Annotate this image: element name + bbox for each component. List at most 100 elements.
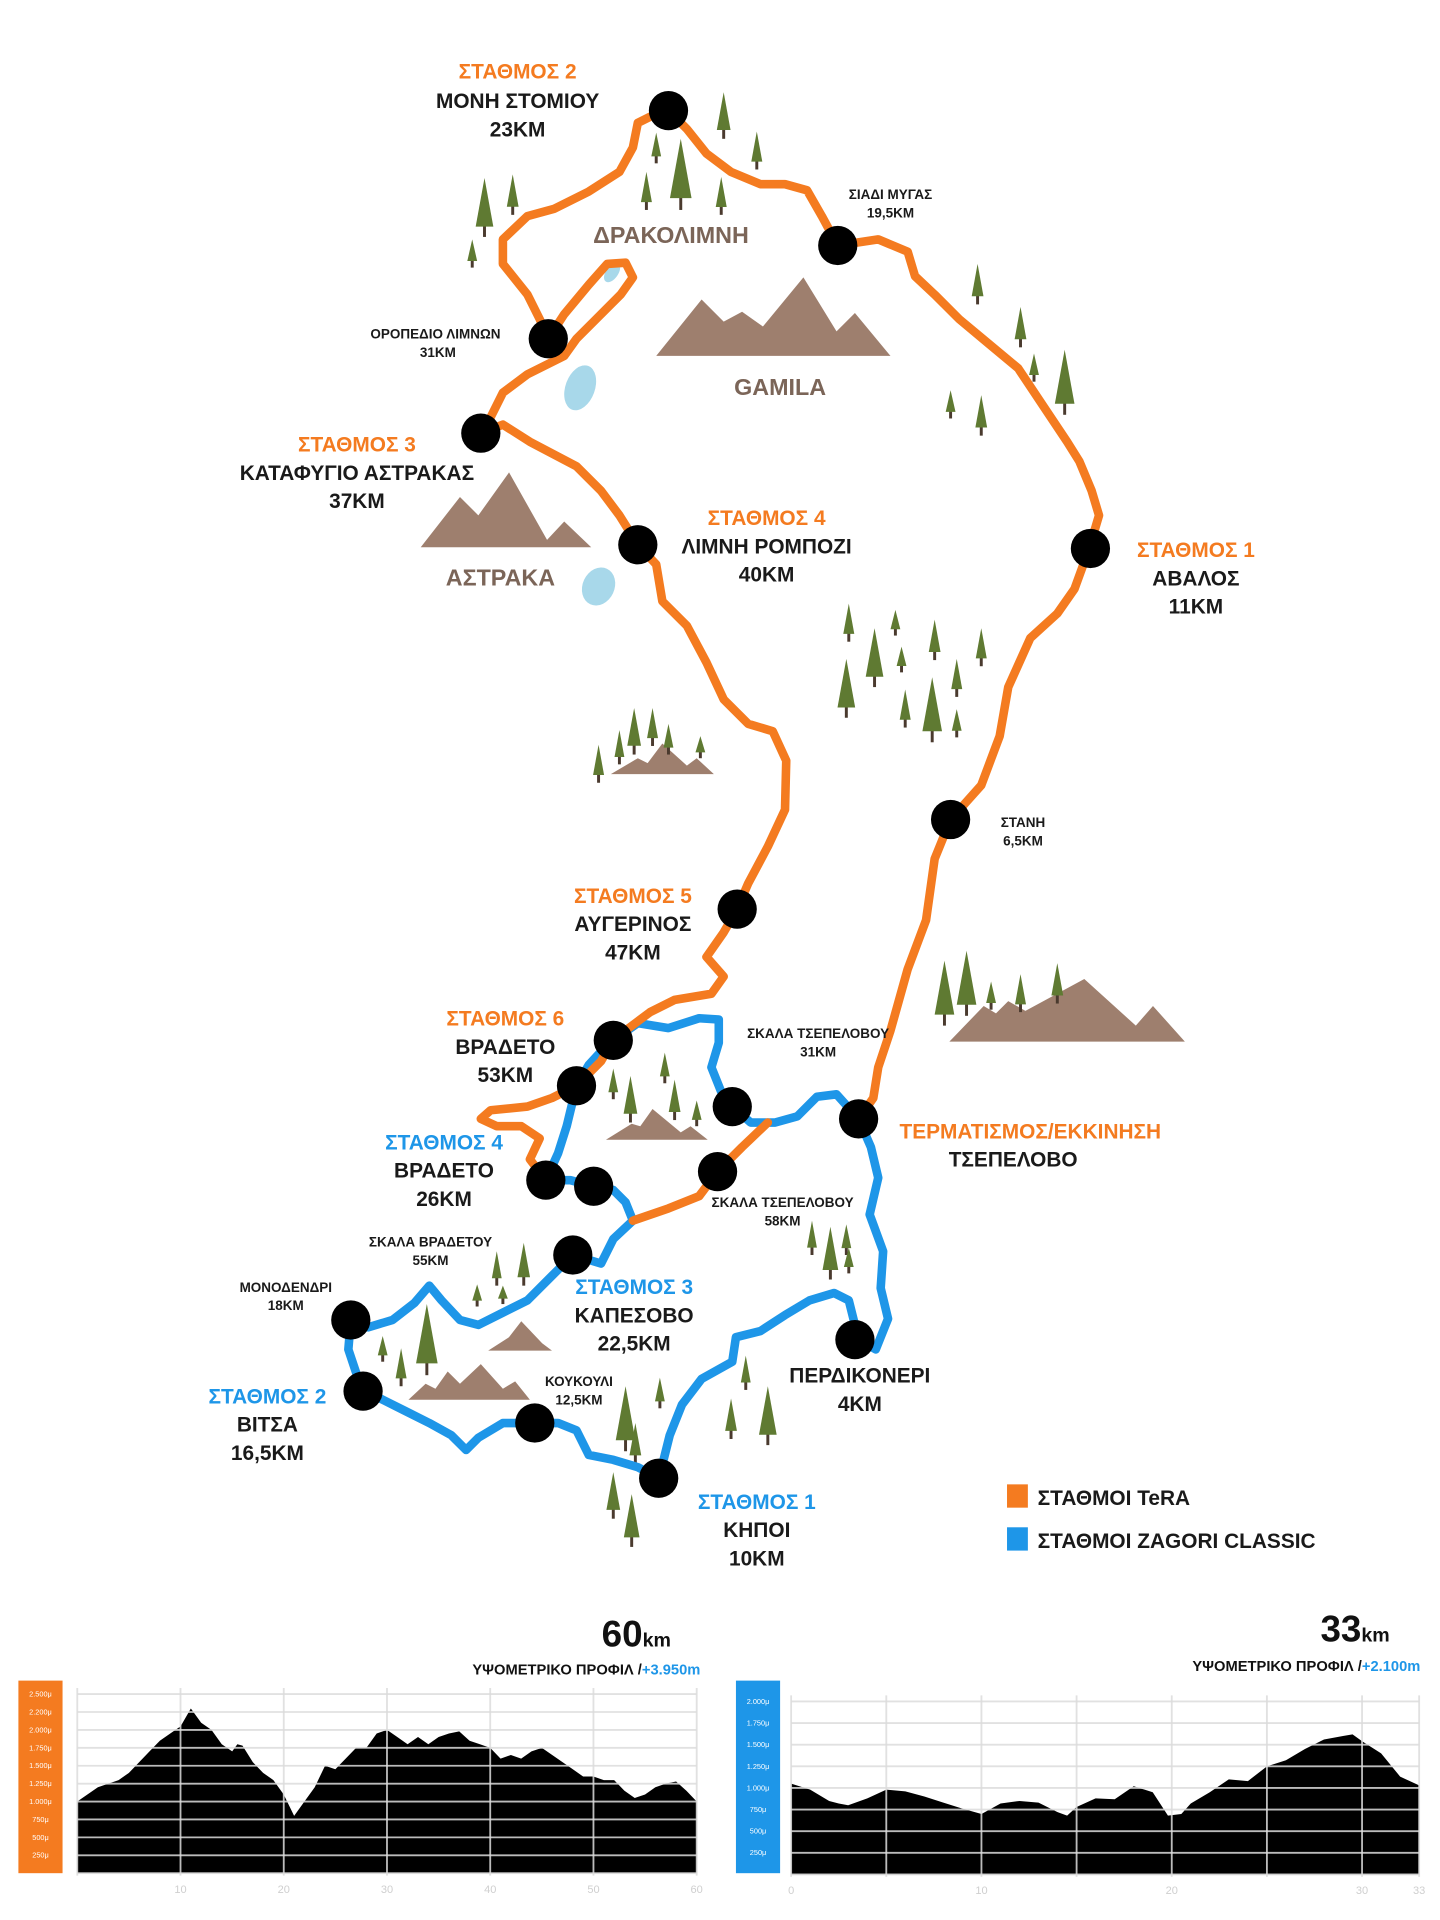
waypoint-perdikoneri-label: ΠΕΡΔΙΚΟΝΕΡΙ 4KM (789, 1365, 930, 1416)
waypoint-name: ΣΚΑΛΑ ΒΡΑΔΕΤΟΥ (369, 1234, 492, 1249)
marker-oropedio-limnon[interactable] (528, 319, 568, 359)
tree-icon (506, 174, 519, 215)
tree-icon (623, 1494, 640, 1547)
legend-swatch-tera (1007, 1484, 1028, 1508)
marker-tera-station-5[interactable] (717, 889, 757, 929)
y-tick-label: 2.000μ (29, 1725, 52, 1734)
y-tick-label: 1.250μ (747, 1762, 770, 1771)
marker-tera-station-2[interactable] (648, 90, 689, 131)
station-name: ΛΙΜΝΗ ΡΟΜΠΟΖΙ (681, 535, 851, 558)
y-axis-panel (735, 1680, 781, 1874)
marker-tera-station-6[interactable] (556, 1066, 597, 1106)
tree-icon (715, 176, 727, 215)
y-tick-label: 1.000μ (747, 1783, 770, 1792)
legend-swatch-classic (1007, 1527, 1028, 1551)
place-gamila: GAMILA (734, 374, 826, 400)
tree-icon (651, 132, 662, 164)
y-tick-label: 750μ (32, 1815, 48, 1824)
mountain-icon (605, 1109, 708, 1140)
y-tick-label: 1.250μ (29, 1779, 52, 1788)
waypoint-name: ΣΚΑΛΑ ΤΣΕΠΕΛΟΒΟΥ (712, 1195, 854, 1210)
y-tick-label: 1.000μ (29, 1797, 52, 1806)
waypoint-name: ΟΡΟΠΕΔΙΟ ΛΙΜΝΩΝ (370, 327, 500, 342)
marker-classic-station-4[interactable] (526, 1160, 566, 1200)
marker-skala-tsepelovou-31[interactable] (712, 1086, 752, 1127)
marker-perdikoneri[interactable] (835, 1320, 875, 1360)
tree-icon (934, 960, 955, 1026)
y-tick-label: 750μ (750, 1805, 766, 1814)
start-finish-title: ΤΕΡΜΑΤΙΣΜΟΣ/ΕΚΚΙΝΗΣΗ (900, 1120, 1162, 1143)
x-tick-label: 30 (381, 1884, 393, 1896)
tree-icon (627, 707, 642, 755)
y-tick-label: 1.500μ (29, 1761, 52, 1770)
marker-tera-station-4[interactable] (618, 525, 658, 565)
marker-siadi-mygas[interactable] (818, 225, 858, 266)
tree-icon (899, 689, 911, 728)
marker-tera-station-3[interactable] (461, 413, 501, 453)
marker-tera-station-1[interactable] (1070, 528, 1111, 569)
tree-icon (475, 178, 494, 237)
tree-icon (759, 1386, 777, 1446)
tree-icon (1054, 349, 1075, 415)
y-tick-label: 1.750μ (747, 1719, 770, 1728)
start-finish-label: ΤΕΡΜΑΤΙΣΜΟΣ/ΕΚΚΙΝΗΣΗ ΤΣΕΠΕΛΟΒΟ (900, 1120, 1162, 1171)
chart-subtitle: ΥΨΟΜΕΤΡΙΚΟ ΠΡΟΦΙΛ /+2.100m (1192, 1659, 1420, 1675)
y-tick-label: 1.500μ (747, 1740, 770, 1749)
tree-icon (593, 744, 605, 783)
tree-icon (1051, 963, 1064, 1004)
chart-distance: 60km (602, 1613, 671, 1654)
classic-station-1-label: ΣΤΑΘΜΟΣ 1 ΚΗΠΟΙ 10KM (698, 1491, 816, 1570)
marker-stani[interactable] (930, 799, 971, 840)
x-tick-label: 40 (484, 1884, 496, 1896)
waypoint-oropedio-label: ΟΡΟΠΕΔΙΟ ΛΙΜΝΩΝ 31KM (370, 327, 500, 360)
tree-icon (956, 950, 977, 1016)
mountain-icon (488, 1321, 552, 1351)
station-name: ΚΑΠΕΣΟΒΟ (575, 1304, 694, 1327)
x-tick-label: 33 (1413, 1885, 1425, 1897)
marker-koukouli[interactable] (515, 1403, 555, 1443)
waypoint-skala-tsepelovou-31-label: ΣΚΑΛΑ ΤΣΕΠΕΛΟΒΟΥ 31KM (747, 1026, 889, 1059)
waypoint-name: ΣΙΑΔΙ ΜΥΓΑΣ (849, 187, 932, 202)
marker-skala-tsepelovou-58[interactable] (697, 1151, 738, 1192)
waypoint-name: ΠΕΡΔΙΚΟΝΕΡΙ (789, 1365, 930, 1388)
legend-label-tera: ΣΤΑΘΜΟΙ TeRA (1038, 1487, 1190, 1510)
distance-value: 33 (1320, 1608, 1361, 1649)
station-km: 26KM (416, 1188, 472, 1211)
marker-classic-station-2[interactable] (343, 1371, 383, 1411)
elevation-area (791, 1734, 1420, 1875)
marker-vradeto-east[interactable] (574, 1166, 614, 1206)
station-name: ΜΟΝΗ ΣΤΟΜΙΟΥ (436, 90, 599, 113)
tree-icon (615, 1386, 636, 1452)
tera-station-3-label: ΣΤΑΘΜΟΣ 3 ΚΑΤΑΦΥΓΙΟ ΑΣΤΡΑΚΑΣ 37KM (240, 434, 474, 513)
tree-icon (922, 677, 943, 743)
chart-title: ΥΨΟΜΕΤΡΙΚΟ ΠΡΟΦΙΛ / (472, 1662, 642, 1678)
waypoint-km: 6,5KM (1003, 833, 1043, 848)
start-finish-name: ΤΣΕΠΕΛΟΒΟ (949, 1149, 1078, 1172)
tree-icon (890, 609, 901, 636)
x-tick-label: 0 (788, 1885, 794, 1897)
y-axis-panel (18, 1680, 63, 1874)
station-number: ΣΤΑΘΜΟΣ 3 (575, 1276, 693, 1299)
tree-icon (843, 603, 855, 642)
marker-monodendri[interactable] (331, 1300, 371, 1340)
tree-icon (945, 390, 956, 419)
marker-tsepelovo-start[interactable] (838, 1099, 879, 1139)
marker-classic-station-1[interactable] (639, 1458, 679, 1498)
tree-icon (659, 1052, 670, 1084)
waypoint-monodendri-label: ΜΟΝΟΔΕΝΔΡΙ 18KM (240, 1280, 332, 1313)
marker-vradeto-north[interactable] (593, 1020, 633, 1060)
tree-icon (975, 395, 988, 436)
marker-skala-vradetou[interactable] (553, 1235, 593, 1275)
tera-station-2-label: ΣΤΑΘΜΟΣ 2 ΜΟΝΗ ΣΤΟΜΙΟΥ 23KM (436, 61, 599, 142)
waypoint-name: ΜΟΝΟΔΕΝΔΡΙ (240, 1280, 332, 1295)
lake-icon (581, 567, 616, 606)
tree-icon (517, 1242, 531, 1286)
waypoint-km: 31KM (420, 345, 456, 360)
tree-icon (623, 1075, 638, 1123)
tree-icon (951, 709, 962, 738)
distance-unit: km (643, 1629, 671, 1651)
lake-icon (564, 365, 597, 411)
station-number: ΣΤΑΘΜΟΣ 5 (574, 885, 692, 908)
elevation-gain: +3.950m (642, 1662, 700, 1678)
station-name: ΚΗΠΟΙ (723, 1519, 790, 1542)
